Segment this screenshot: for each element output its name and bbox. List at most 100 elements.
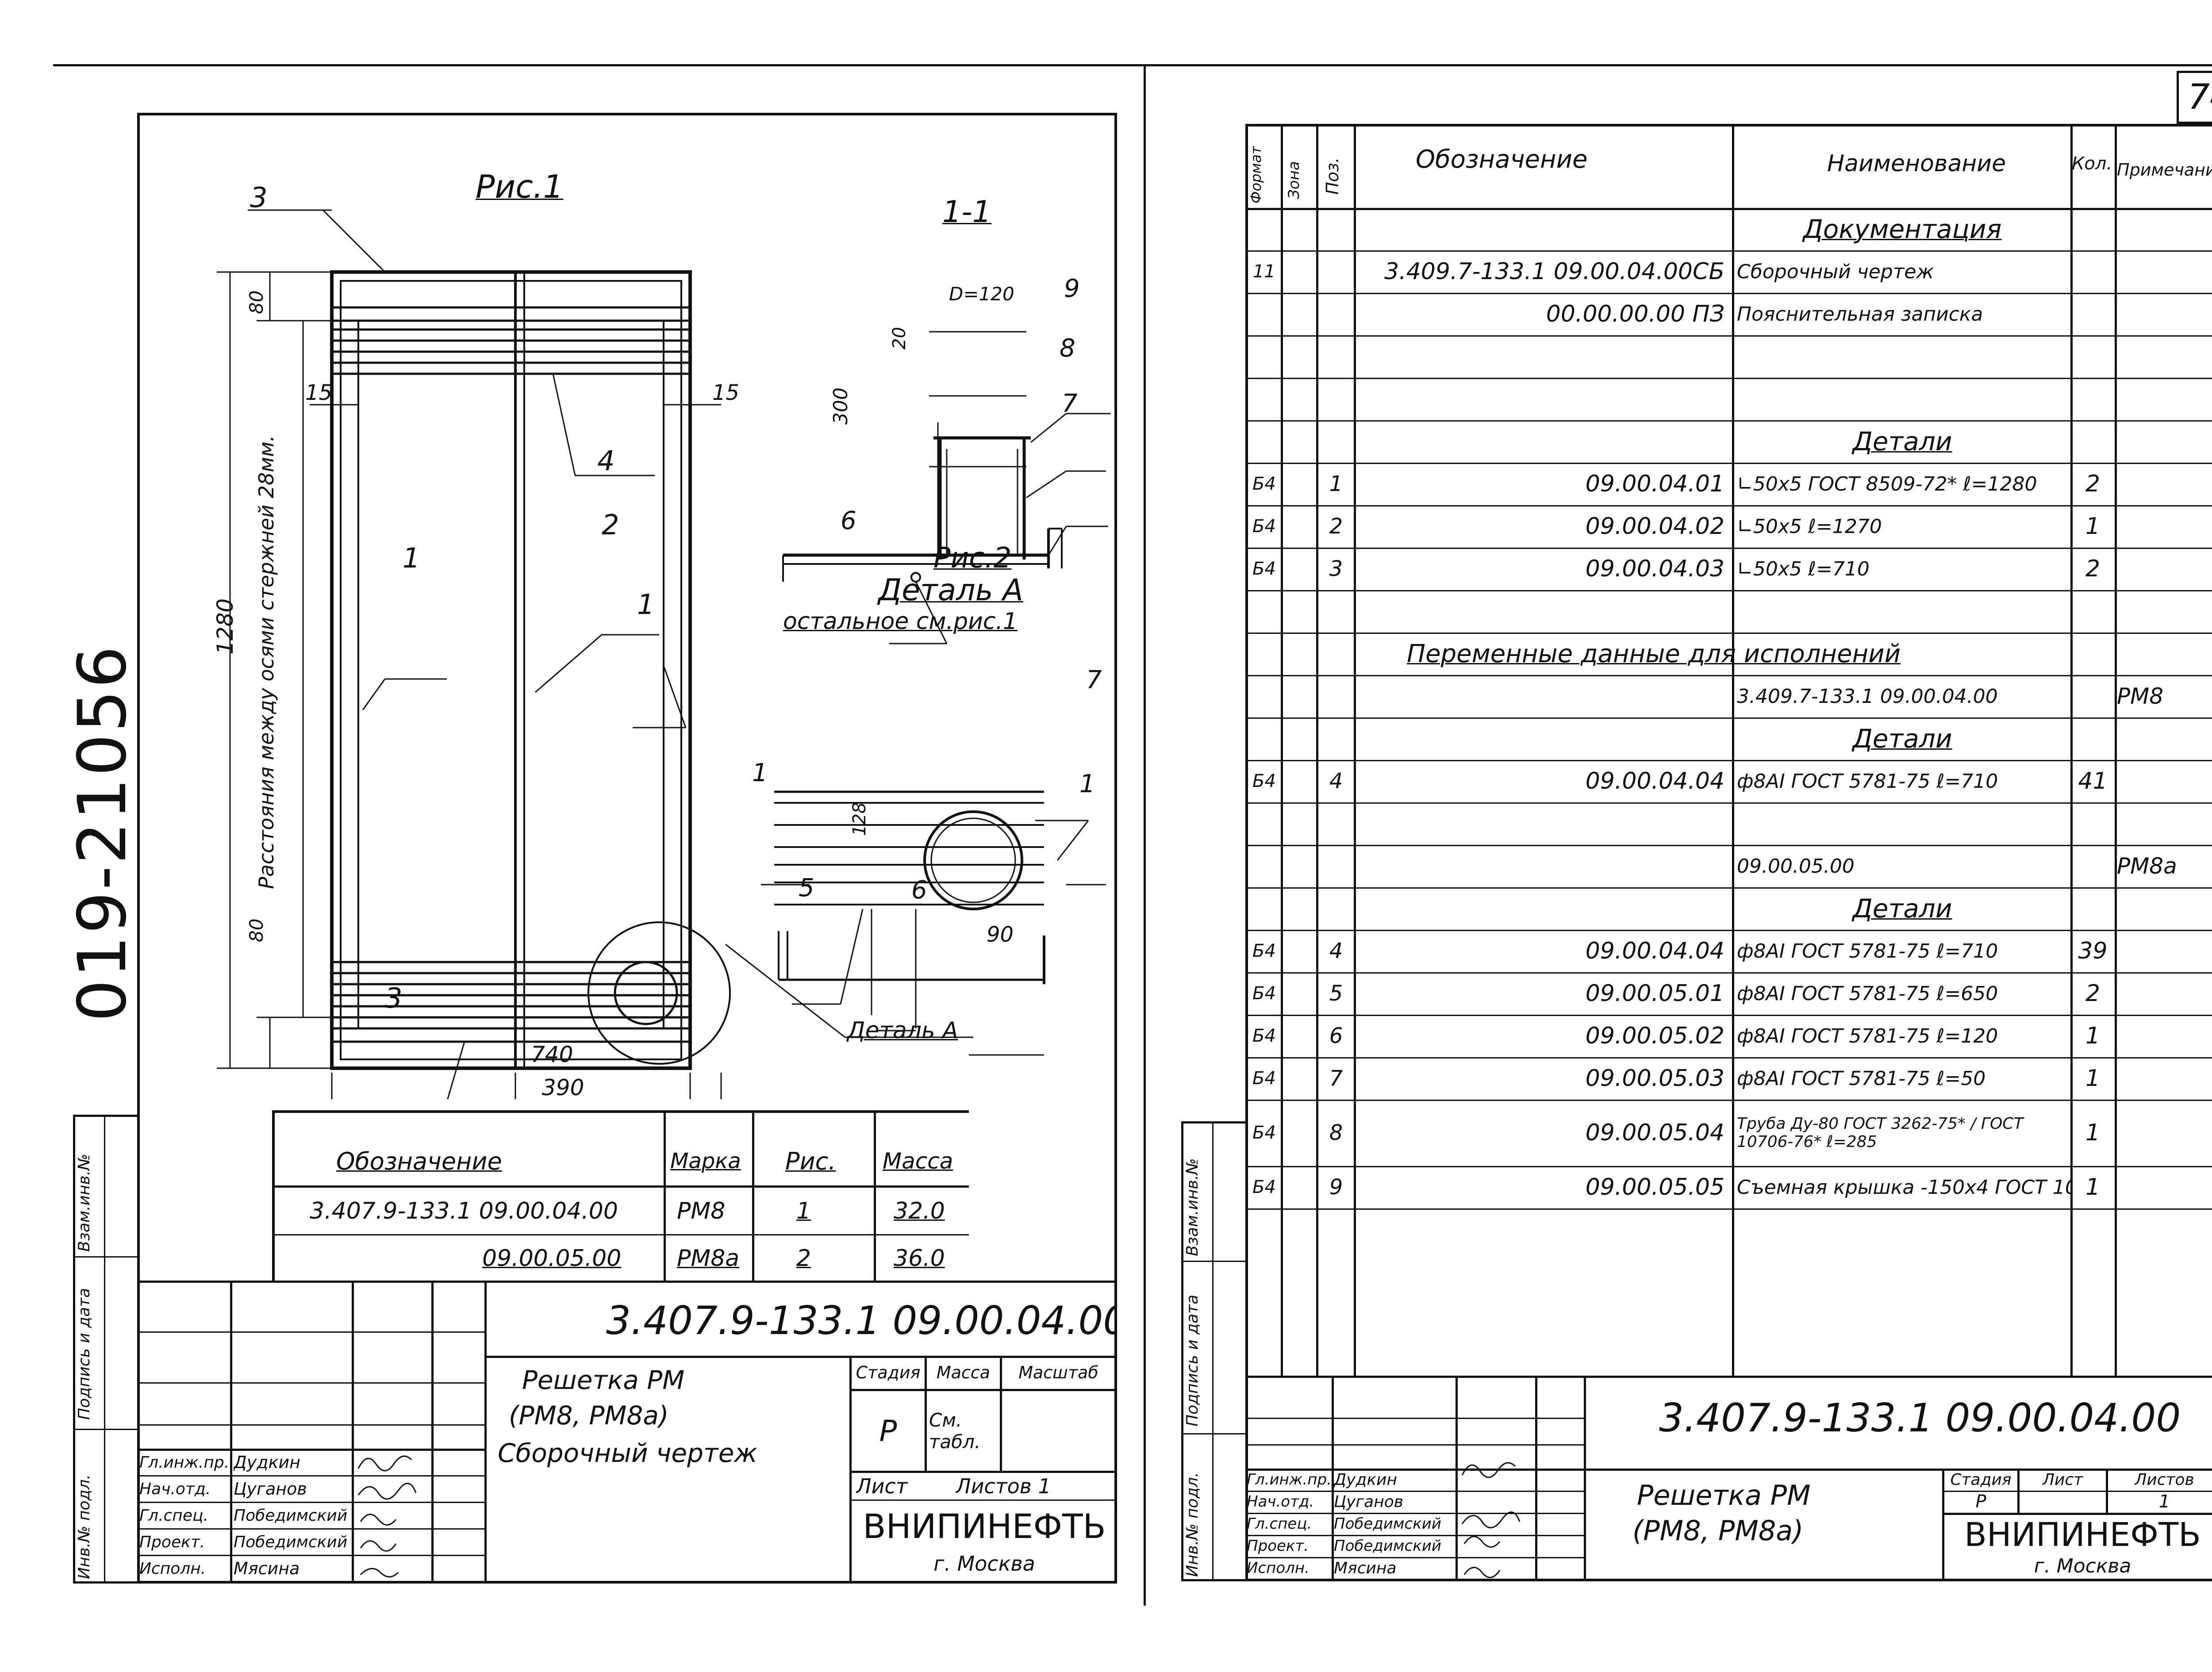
left-mass-value: См. табл.	[929, 1409, 981, 1453]
spec-header-format: Формат	[1248, 146, 1264, 203]
spec-cell-note	[2117, 633, 2212, 675]
spec-row-divider	[1245, 1166, 2212, 1167]
spec-cell-code: 3.409.7-133.1 09.00.04.00СБ	[1384, 258, 1724, 285]
spec-cell-qty	[2072, 845, 2114, 887]
spec-row-divider	[1245, 1015, 2212, 1016]
right-title-designation: 3.407.9-133.1 09.00.04.00	[1659, 1395, 2181, 1441]
spec-cell-format: Б4	[1252, 1177, 1276, 1197]
spec-cell-name: Сборочный чертеж	[1737, 260, 1934, 283]
pos-label-4: 4	[597, 445, 615, 477]
spec-cell-format: Б4	[1252, 1026, 1276, 1046]
section-dim-20: 20	[889, 327, 910, 349]
left-stage-value: Р	[879, 1414, 897, 1448]
right-side-label-inv: Инв.№ подл.	[1183, 1472, 1202, 1577]
spec-cell-format	[1248, 717, 1281, 760]
right-person-role-4: Проект.	[1247, 1537, 1309, 1555]
sheet-divider	[1144, 66, 1146, 1606]
spec-cell-pos: 4	[1329, 769, 1343, 794]
spec-row-divider	[1245, 887, 2212, 889]
spec-header-qty: Кол.	[2072, 153, 2112, 174]
section-dim-d: D=120	[949, 283, 1014, 305]
spec-cell-pos: 5	[1329, 981, 1343, 1006]
left-person-name-2: Цуганов	[234, 1479, 307, 1499]
spec-cell-format	[1248, 420, 1281, 463]
spec-cell-note	[2117, 420, 2212, 463]
spec-row-divider	[1245, 930, 2212, 931]
spec-cell-code: 09.00.04.01	[1585, 471, 1724, 497]
variants-row2-designation: 09.00.05.00	[482, 1245, 622, 1272]
spec-cell-name: 09.00.05.00	[1737, 855, 1855, 878]
fig1-title: Рис.1	[476, 168, 564, 205]
variants-table	[272, 1110, 969, 1281]
pos-label-2: 2	[602, 509, 619, 541]
spec-cell-name: ∟50х5 ГОСТ 8509-72* ℓ=1280	[1737, 472, 2037, 495]
spec-cell-note	[2117, 378, 2212, 420]
left-sheet-frame	[137, 113, 1117, 1584]
spec-cell-format	[1248, 378, 1281, 420]
spec-cell-qty	[2072, 208, 2114, 250]
variants-header-mass: Масса	[883, 1148, 953, 1174]
spec-cell-pos	[1318, 717, 1354, 760]
assembly-drawing	[217, 209, 1110, 1099]
fig2-label-5: 5	[799, 874, 814, 902]
left-person-name-3: Победимский	[234, 1506, 348, 1525]
section-label-7: 7	[1062, 389, 1078, 418]
spec-cell-code: 09.00.04.04	[1585, 768, 1724, 794]
spec-cell-qty: 1	[2085, 1120, 2101, 1146]
spec-cell-qty: 1	[2085, 513, 2101, 540]
spec-cell-format	[1248, 845, 1281, 887]
variants-row1-fig: 1	[796, 1197, 811, 1224]
spec-cell-format	[1248, 633, 1281, 675]
spec-cell-code	[1356, 802, 1730, 845]
variants-row1-designation: 3.407.9-133.1 09.00.04.00	[310, 1197, 618, 1224]
spec-cell-code: 09.00.04.02	[1585, 513, 1724, 540]
spec-cell-qty	[2072, 633, 2114, 675]
left-org-city: г. Москва	[933, 1552, 1035, 1576]
spec-cell-qty: 2	[2085, 980, 2101, 1007]
page-number: 74	[2177, 71, 2212, 124]
spec-cell-qty	[2072, 802, 2114, 845]
spec-row-divider	[1245, 505, 2212, 506]
right-person-name-5: Мясина	[1334, 1559, 1397, 1577]
spec-row-divider	[1245, 378, 2212, 379]
spec-cell-note	[2117, 972, 2212, 1015]
spec-cell-format	[1248, 208, 1281, 250]
spec-cell-pos	[1318, 293, 1354, 335]
spec-cell-note	[2117, 1166, 2212, 1208]
right-person-name-1: Дудкин	[1334, 1470, 1397, 1489]
spec-cell-pos: 6	[1329, 1024, 1343, 1048]
left-title-designation: 3.407.9-133.1 09.00.04.00СБ	[606, 1297, 1115, 1343]
variants-row2-mark: РМ8а	[677, 1245, 740, 1272]
right-sheets-label: Листов	[2135, 1470, 2194, 1489]
left-sheet-label: Лист	[856, 1474, 908, 1498]
spec-cell-pos	[1318, 378, 1354, 420]
spec-cell-note	[2117, 505, 2212, 548]
spec-row-divider	[1245, 845, 2212, 846]
left-org-name: ВНИПИНЕФТЬ	[863, 1506, 1106, 1546]
spec-row-divider	[1245, 463, 2212, 464]
spec-cell-qty	[2072, 250, 2114, 293]
spec-cell-name: Труба Ду-80 ГОСТ 3262-75* / ГОСТ 10706-7…	[1737, 1114, 2024, 1151]
spec-header-code: Обозначение	[1416, 145, 1588, 174]
spec-row-divider	[1245, 250, 2212, 252]
spec-cell-qty	[2072, 293, 2114, 335]
spec-cell-qty	[2072, 420, 2114, 463]
section-label-6: 6	[841, 506, 856, 535]
spec-cell-name: Съемная крышка -150х4 ГОСТ 103-76 ℓ=150	[1737, 1176, 2070, 1199]
spec-cell-format: Б4	[1252, 1123, 1276, 1143]
spec-cell-note	[2117, 802, 2212, 845]
spec-cell-qty: 39	[2078, 938, 2108, 964]
spec-cell-pos	[1318, 802, 1354, 845]
variants-row2-mass: 36.0	[894, 1245, 945, 1272]
right-person-role-3: Гл.спец.	[1247, 1515, 1312, 1533]
section-label-9: 9	[1064, 274, 1080, 303]
fig2-section-mark-left: 1	[752, 759, 768, 787]
dim-390: 390	[542, 1075, 584, 1101]
spec-cell-pos	[1318, 420, 1354, 463]
left-title-name-3: Сборочный чертеж	[498, 1438, 757, 1468]
spec-cell-qty	[2072, 887, 2114, 930]
left-side-label-sign: Подпись и дата	[75, 1288, 93, 1420]
pos-label-3-bottom: 3	[385, 982, 403, 1014]
spec-cell-format	[1248, 675, 1281, 717]
spec-cell-code: 09.00.04.03	[1585, 556, 1724, 582]
